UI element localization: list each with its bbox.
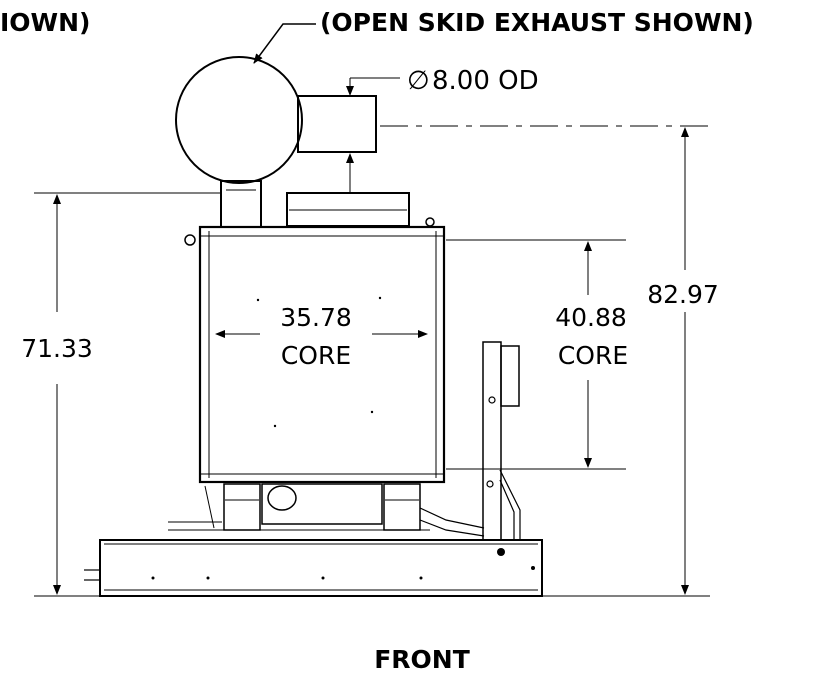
base-skid (84, 539, 543, 597)
engine-top-block (286, 192, 410, 227)
core-width-dimension: 35.78 CORE (215, 303, 428, 370)
diameter-symbol: ∅ (407, 66, 430, 96)
height-71-dimension: 71.33 (21, 192, 222, 597)
left-note-heading: IOWN) (0, 8, 90, 37)
overall-height-value: 82.97 (647, 280, 719, 309)
exhaust-od-label: 8.00 OD (432, 66, 539, 96)
view-label: FRONT (374, 645, 470, 674)
engine-lower-assembly (168, 483, 485, 537)
radiator (184, 217, 446, 484)
core-height-value: 40.88 (555, 303, 627, 332)
height-82-dimension: 82.97 (542, 127, 719, 597)
exhaust-note-leader (253, 23, 316, 64)
exhaust-note-heading: (OPEN SKID EXHAUST SHOWN) (320, 8, 754, 37)
core-height-dimension: 40.88 CORE (446, 239, 628, 470)
core-height-label: CORE (558, 341, 628, 370)
exhaust-diameter-dimension: ∅ 8.00 OD (346, 66, 539, 194)
muffler (175, 56, 377, 228)
core-width-label: CORE (281, 341, 351, 370)
overall-radiator-height-value: 71.33 (21, 334, 93, 363)
core-width-value: 35.78 (280, 303, 352, 332)
control-panel-bracket (482, 341, 521, 541)
